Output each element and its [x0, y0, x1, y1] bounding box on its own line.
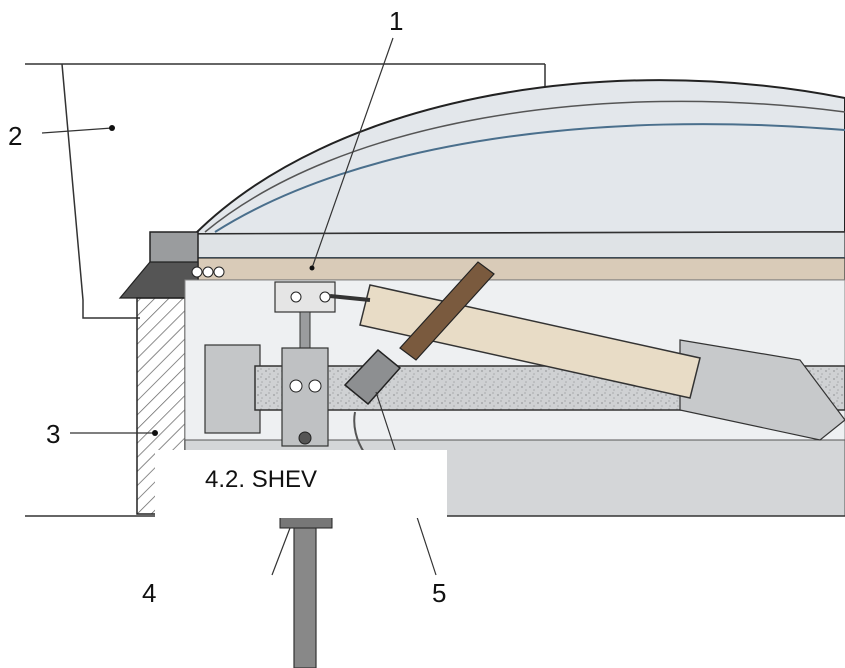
- dome: [192, 79, 845, 259]
- callout-3: 3: [46, 419, 61, 449]
- leader-dots: [109, 125, 315, 436]
- section-title: 4.2. SHEV: [205, 466, 318, 493]
- callout-2: 2: [8, 121, 23, 151]
- callout-1: 1: [389, 6, 404, 36]
- section-label-box: 4.2. SHEV: [155, 450, 447, 518]
- frame: [118, 231, 845, 299]
- callout-5: 5: [432, 578, 447, 608]
- bracket-assembly: [274, 281, 336, 668]
- callout-4: 4: [142, 578, 157, 608]
